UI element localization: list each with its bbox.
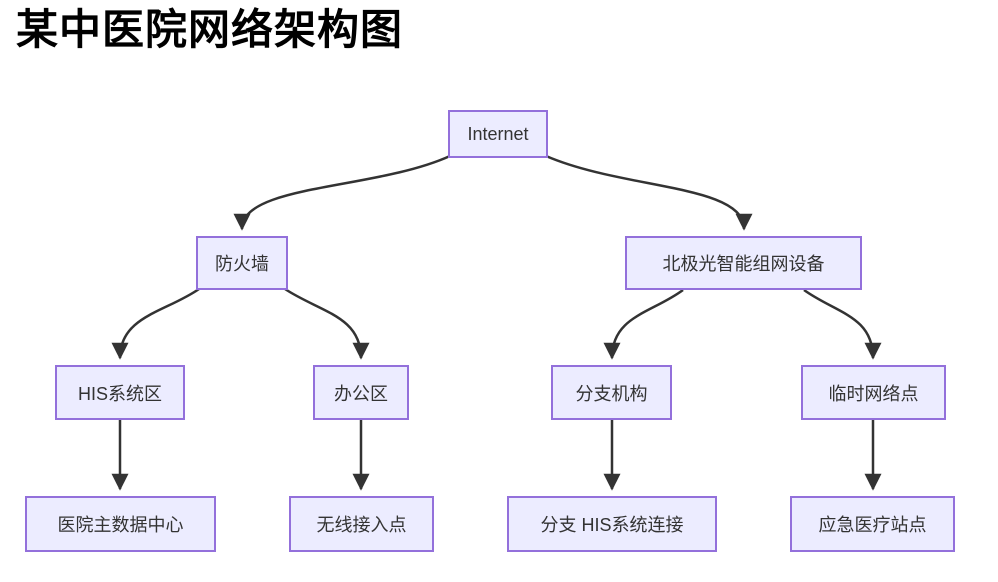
node-internet: Internet <box>448 110 548 158</box>
node-temp-network: 临时网络点 <box>801 365 946 420</box>
node-aurora-device: 北极光智能组网设备 <box>625 236 862 290</box>
node-branch-his: 分支 HIS系统连接 <box>507 496 717 552</box>
edge-internet-aurora <box>545 154 753 231</box>
node-data-center: 医院主数据中心 <box>25 496 216 552</box>
edge-aurora-branch <box>603 288 684 360</box>
node-branch-org: 分支机构 <box>551 365 672 420</box>
node-firewall: 防火墙 <box>196 236 288 290</box>
edge-aurora-temp-net <box>803 288 882 360</box>
edge-firewall-office <box>284 287 370 360</box>
node-wireless-ap: 无线接入点 <box>289 496 434 552</box>
page-title: 某中医院网络架构图 <box>16 6 404 53</box>
node-office-zone: 办公区 <box>313 365 409 420</box>
node-his-zone: HIS系统区 <box>55 365 185 420</box>
node-emergency-site: 应急医疗站点 <box>790 496 955 552</box>
edge-firewall-his-zone <box>111 287 200 360</box>
edge-internet-firewall <box>233 154 451 231</box>
